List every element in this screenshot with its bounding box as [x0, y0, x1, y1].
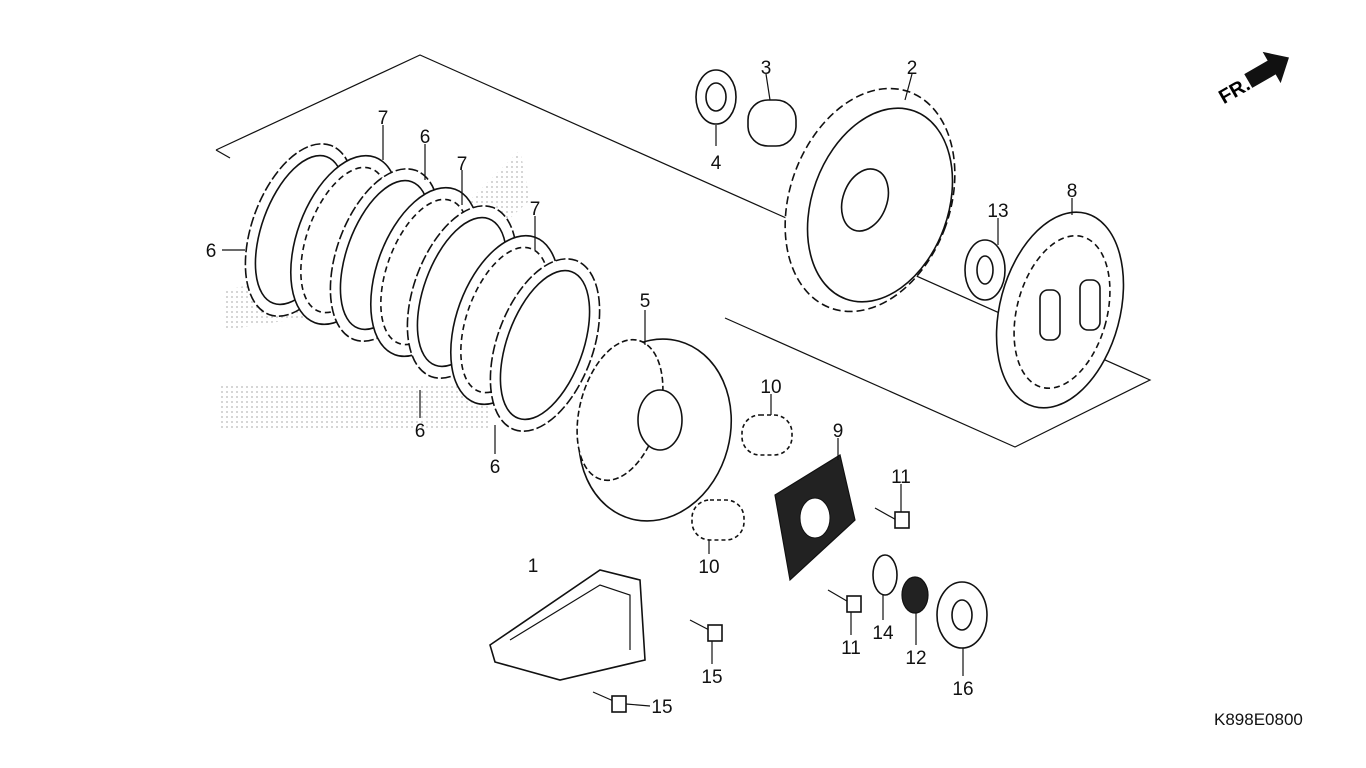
callout-16: 16: [952, 679, 973, 700]
callout-5: 5: [640, 291, 651, 312]
callout-9: 9: [833, 421, 844, 442]
callout-14: 14: [872, 623, 894, 644]
clutch-center: [576, 338, 733, 522]
pressure-plate: [995, 211, 1125, 409]
callout-4: 4: [711, 153, 722, 174]
bushing: [747, 99, 797, 147]
callout-1: 1: [528, 556, 539, 577]
oil-guide: [489, 569, 646, 681]
collar-hole: [705, 82, 727, 112]
spring-lower: [691, 499, 745, 541]
callout-3: 3: [761, 58, 772, 79]
callout-7: 7: [457, 154, 468, 175]
bearing-inner: [951, 599, 973, 631]
callout-6: 6: [206, 241, 217, 262]
callout-11: 11: [891, 467, 911, 488]
diagram-code: K898E0800: [1214, 710, 1303, 729]
assembly-outline: [215, 54, 1152, 448]
callout-11: 11: [841, 638, 861, 659]
spring-upper: [741, 414, 793, 456]
oil-guide-inner: [509, 584, 631, 650]
callout-12: 12: [905, 648, 926, 669]
washer-14: [872, 554, 898, 596]
callout-7: 7: [530, 199, 541, 220]
callout-10: 10: [698, 557, 719, 578]
callout-6: 6: [415, 421, 426, 442]
callout-15: 15: [701, 667, 722, 688]
outline-edge: [215, 149, 231, 159]
clutch-outer: [784, 87, 956, 313]
lock-nut: [901, 576, 929, 614]
clutch-plates: [244, 143, 601, 432]
callout-15: 15: [651, 697, 672, 718]
callout-6: 6: [490, 457, 501, 478]
leader-lines: [222, 73, 1073, 707]
callout-6: 6: [420, 127, 431, 148]
washer-13-hole: [976, 255, 994, 285]
bolts: [592, 507, 910, 713]
callout-8: 8: [1067, 181, 1078, 202]
callout-13: 13: [987, 201, 1008, 222]
callout-2: 2: [907, 58, 918, 79]
callouts: 1 2 3 4 5 6 6 6 6 7 7 7 8 9 10 10 11 11 …: [206, 58, 1078, 718]
callout-10: 10: [760, 377, 781, 398]
front-direction-arrow: FR.: [1215, 51, 1289, 109]
callout-7: 7: [378, 108, 389, 129]
